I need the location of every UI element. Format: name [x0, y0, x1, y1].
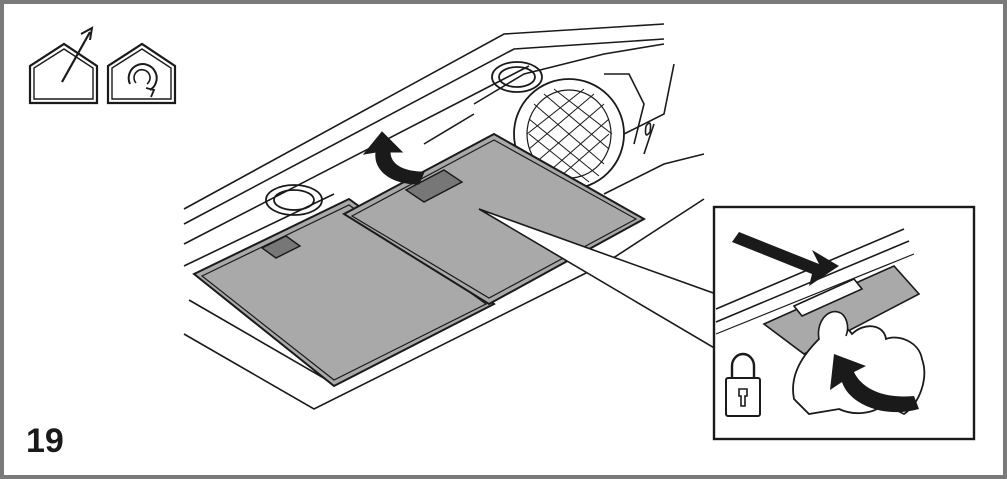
hood-light-rear: [491, 61, 543, 93]
push-arrow-icon: [732, 232, 839, 286]
grease-filter-left: [192, 197, 496, 388]
removal-arrow-icon: [362, 131, 425, 185]
recirculation-mode-icon: [106, 42, 177, 105]
ducted-mode-icon: [28, 26, 99, 105]
filter-handle-left: [260, 235, 302, 259]
step-number: 19: [26, 422, 64, 460]
filter-handle-right: [404, 169, 464, 203]
detail-inset: [712, 205, 976, 441]
illustration: [28, 23, 976, 441]
pull-arrow-icon: [830, 354, 919, 413]
padlock-icon: [725, 352, 761, 417]
hood-light-front: [265, 184, 323, 216]
filter-latch: [792, 278, 864, 317]
hood-body: [183, 23, 705, 410]
